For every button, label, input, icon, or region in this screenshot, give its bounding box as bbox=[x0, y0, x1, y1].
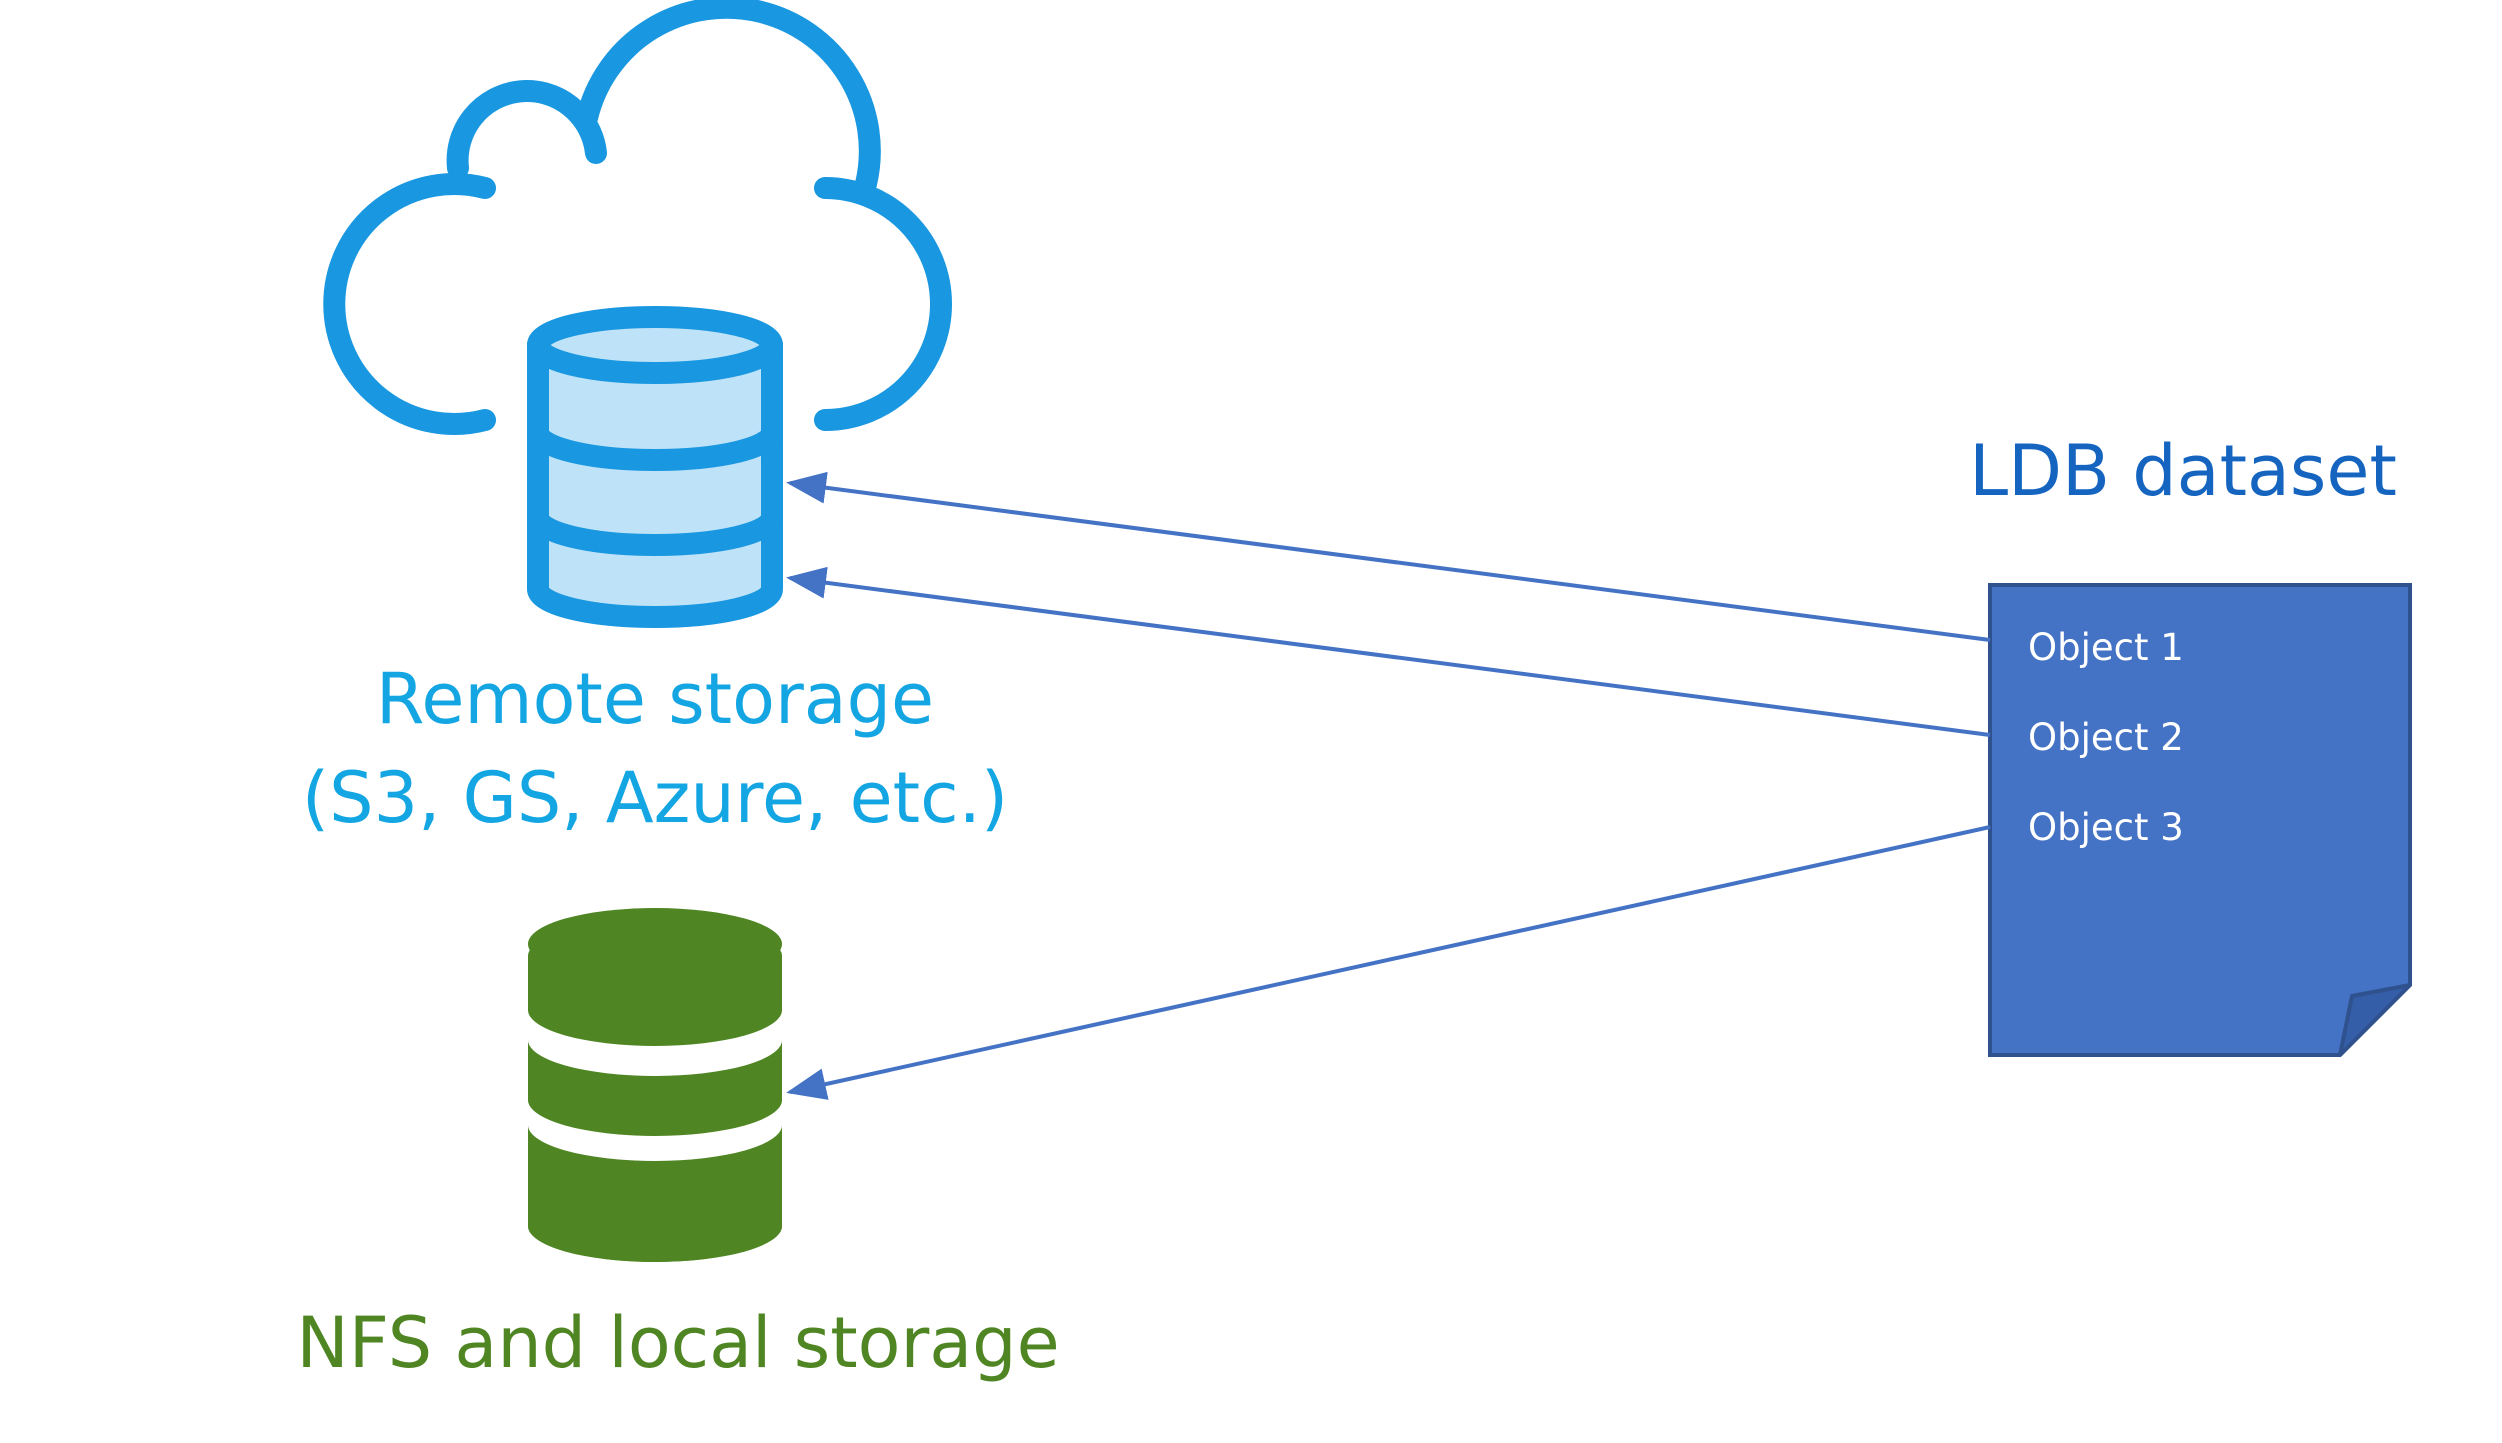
database-section bbox=[528, 963, 782, 1046]
remote-storage-sublabel: (S3, GS, Azure, etc.) bbox=[302, 757, 1008, 839]
database-section bbox=[528, 1125, 782, 1262]
database-icon bbox=[528, 908, 782, 1262]
cloud-outline bbox=[323, 173, 496, 435]
database-body bbox=[527, 334, 783, 628]
object-label: Object 1 bbox=[2028, 626, 2184, 669]
remote-storage-label: Remote storage bbox=[376, 658, 934, 740]
arrow-object1-to-remote bbox=[786, 471, 1991, 642]
database-section bbox=[528, 1040, 782, 1131]
cloud-icon bbox=[323, 0, 952, 435]
arrow-object2-to-remote bbox=[786, 566, 1991, 737]
database-ring bbox=[527, 429, 783, 471]
dataset-title: LDB dataset bbox=[1969, 430, 2397, 512]
local-storage-label: NFS and local storage bbox=[296, 1302, 1059, 1384]
document-fold bbox=[2338, 983, 2412, 1057]
cloud-outline-right bbox=[814, 177, 952, 431]
database-top bbox=[527, 306, 783, 384]
cloud-outline-top-main bbox=[576, 0, 881, 195]
object-label: Object 3 bbox=[2028, 806, 2184, 849]
arrow-object3-to-local bbox=[786, 825, 1991, 1100]
arrows bbox=[786, 471, 1991, 1100]
object-label: Object 2 bbox=[2028, 716, 2184, 759]
database-top bbox=[528, 908, 782, 980]
cloud-outline-top-left bbox=[446, 80, 607, 179]
document-icon bbox=[1988, 583, 2412, 1057]
database-icon bbox=[527, 306, 783, 628]
database-ring bbox=[527, 514, 783, 556]
